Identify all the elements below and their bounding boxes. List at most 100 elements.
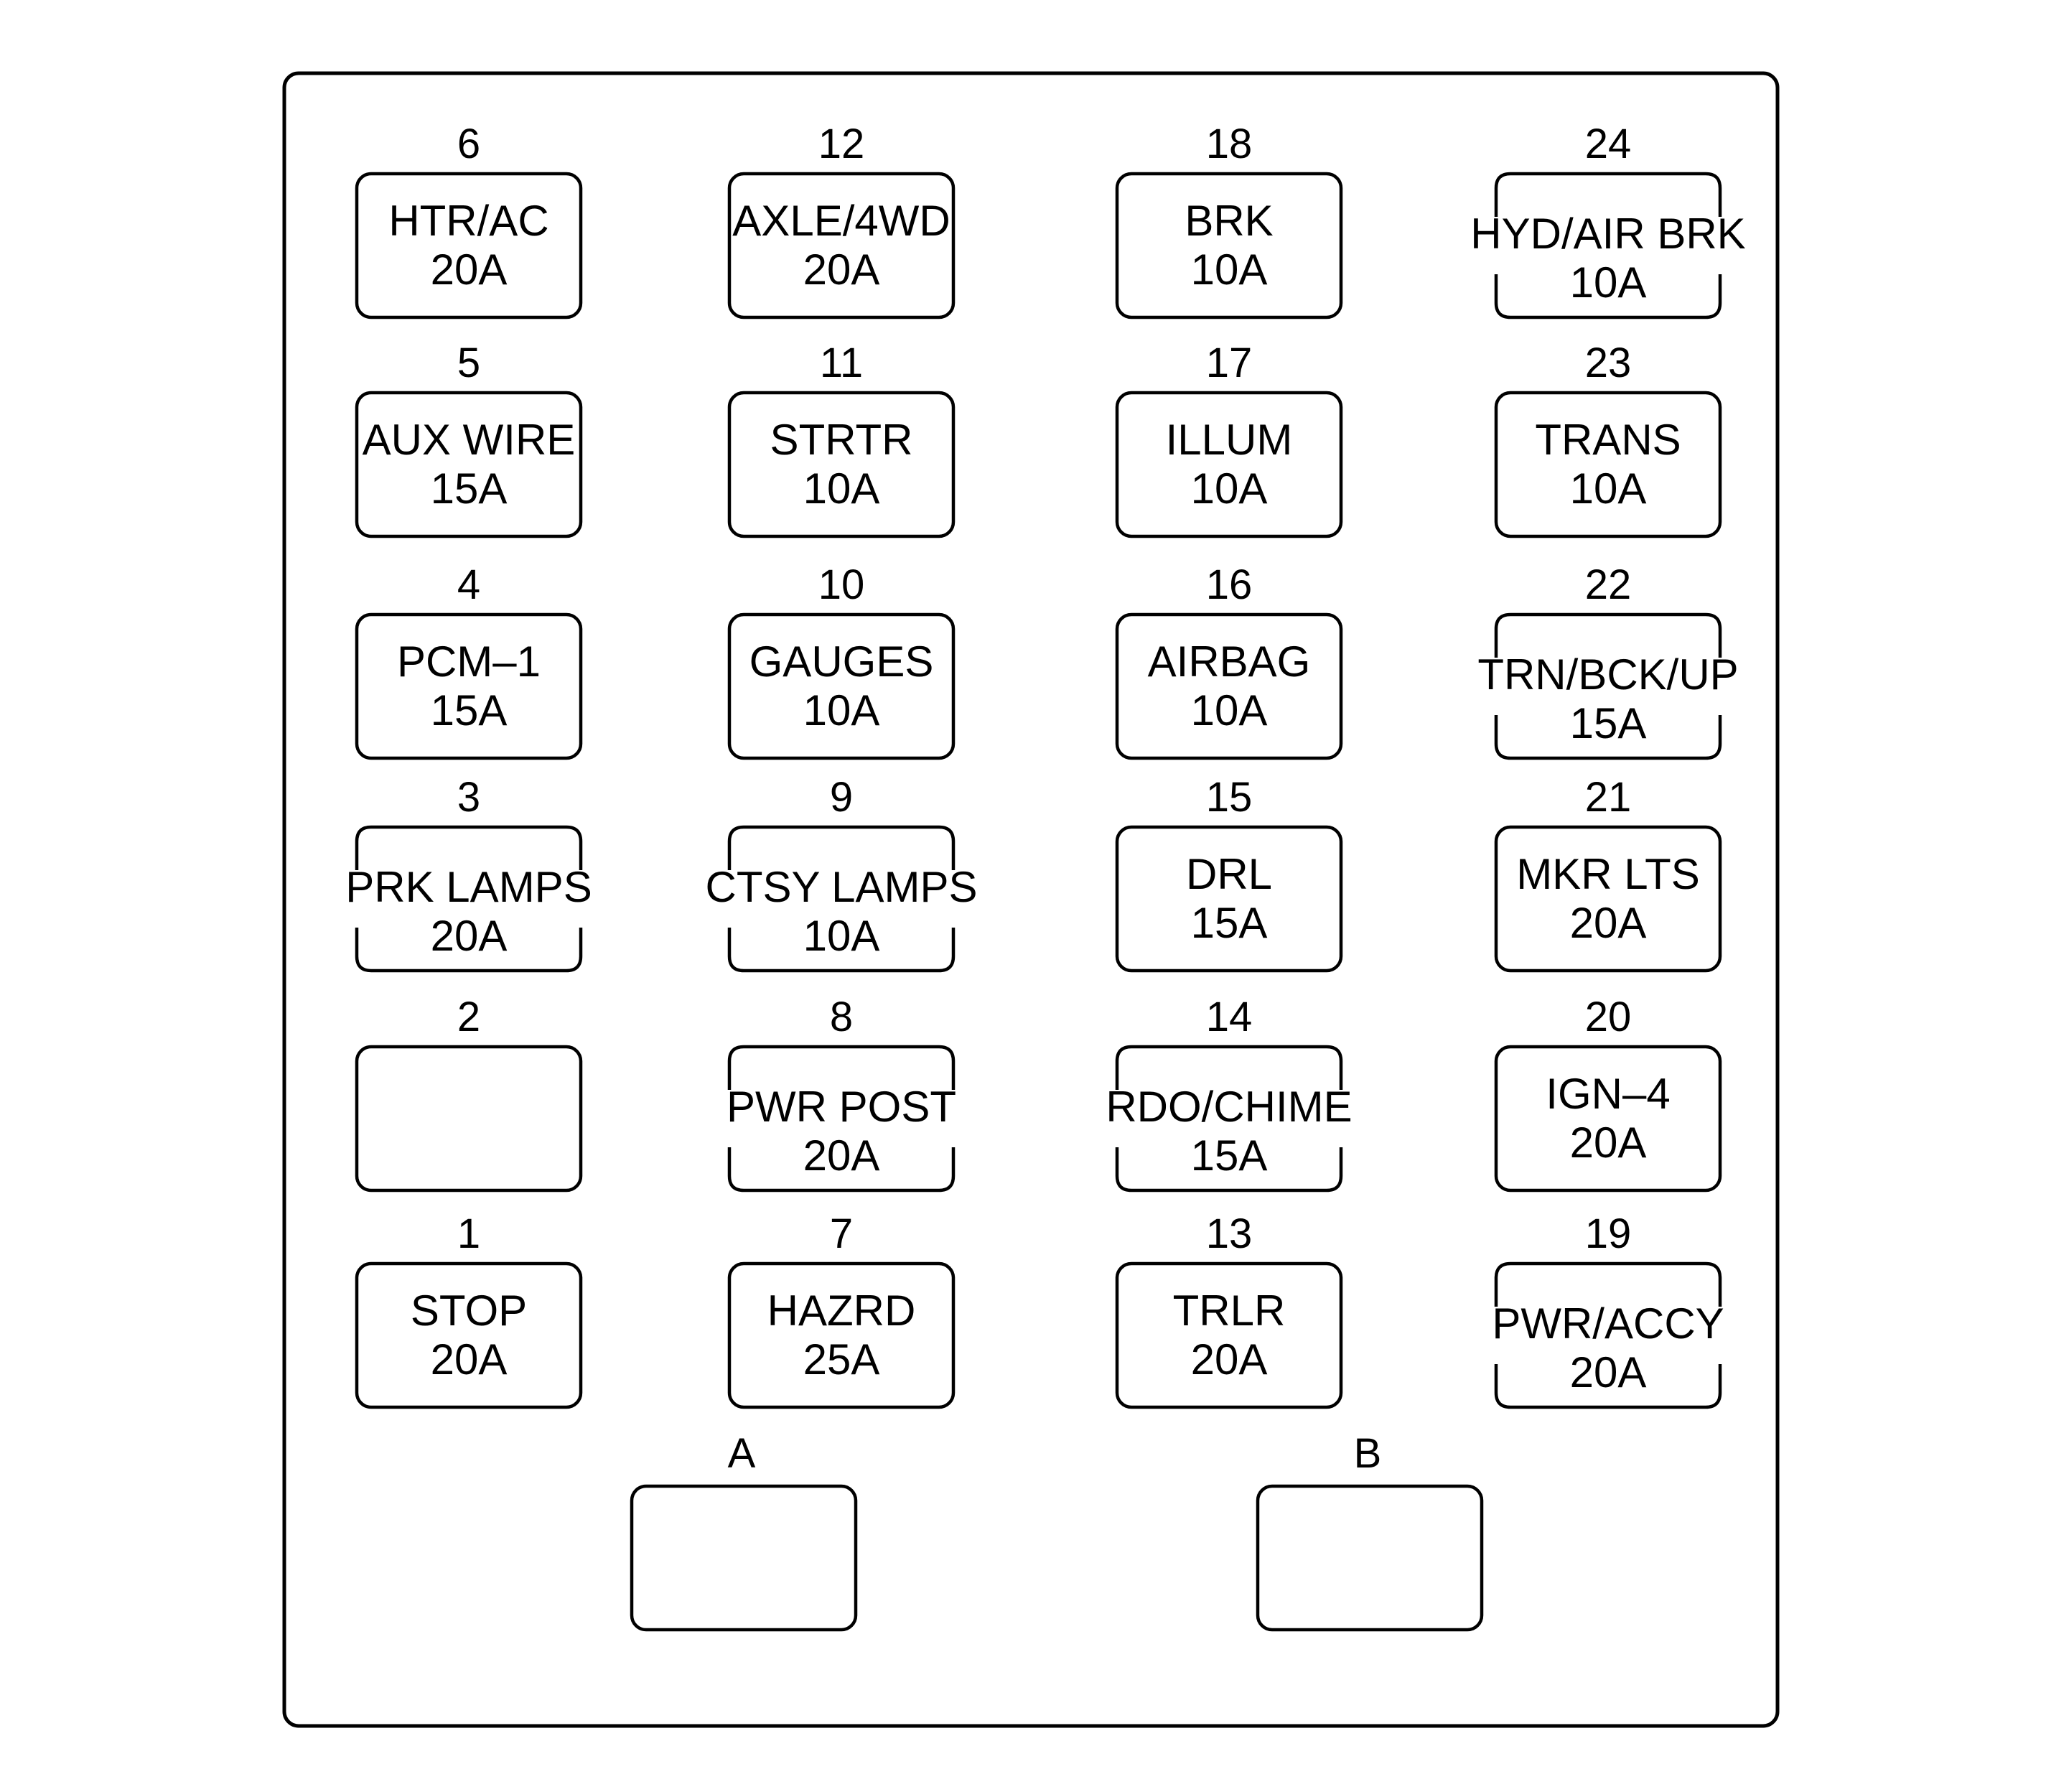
fuse-outline xyxy=(1115,172,1343,319)
fuse-number: 12 xyxy=(818,121,865,167)
fuse-circuit-name: TRLR xyxy=(1173,1287,1286,1335)
fuse-outline xyxy=(1115,1261,1343,1409)
fuse-amperage: 20A xyxy=(1570,1119,1647,1167)
fuse-amperage: 20A xyxy=(1191,1335,1268,1383)
relay-label: B xyxy=(1354,1430,1382,1477)
relay-outline xyxy=(1256,1484,1484,1632)
relay-slot: B xyxy=(1256,1430,1484,1632)
fuse-outline xyxy=(727,391,956,538)
fuse-circuit-name: BRK xyxy=(1185,197,1273,245)
fuse-amperage: 20A xyxy=(803,246,880,294)
fuse-amperage: 15A xyxy=(1191,899,1268,947)
fuse-number: 19 xyxy=(1585,1210,1632,1257)
fuse-outline xyxy=(1115,612,1343,760)
fuse-outline-open xyxy=(1115,1045,1343,1193)
fuse-circuit-name: IGN–4 xyxy=(1546,1070,1670,1118)
fuse-outline xyxy=(355,172,583,319)
fuse-amperage: 15A xyxy=(431,465,508,513)
fuse-circuit-name: AUX WIRE xyxy=(363,416,576,464)
fuse-outline xyxy=(727,1261,956,1409)
fuse-circuit-name: HTR/AC xyxy=(388,197,548,245)
fuse-amperage: 20A xyxy=(431,246,508,294)
fuse-amperage: 20A xyxy=(431,1335,508,1383)
relay-slot: A xyxy=(630,1430,858,1632)
fuse-circuit-name: DRL xyxy=(1186,850,1272,898)
fuse-circuit-name: PRK LAMPS xyxy=(345,863,592,911)
fuse-outline xyxy=(1494,1045,1722,1193)
fuse-circuit-name: AXLE/4WD xyxy=(732,197,950,245)
fuse-circuit-name: STRTR xyxy=(770,416,913,464)
fuse-amperage: 15A xyxy=(431,686,508,734)
fuse-number: 13 xyxy=(1206,1210,1253,1257)
fuse-outline xyxy=(1115,825,1343,973)
fuse-circuit-name: CTSY LAMPS xyxy=(705,863,977,911)
fuse-number: 17 xyxy=(1206,340,1253,386)
fuse-amperage: 10A xyxy=(803,465,880,513)
fuse-amperage: 20A xyxy=(431,912,508,960)
fuse-outline xyxy=(1494,391,1722,538)
fuse-outline-open xyxy=(1494,612,1722,760)
fuse-number: 7 xyxy=(830,1210,853,1257)
fuse-amperage: 20A xyxy=(1570,899,1647,947)
fuse-number: 4 xyxy=(457,561,480,608)
fuse-amperage: 10A xyxy=(1191,465,1268,513)
fuse-circuit-name: PWR/ACCY xyxy=(1492,1299,1724,1348)
fuse-amperage: 20A xyxy=(803,1131,880,1180)
fuse-number: 8 xyxy=(830,994,853,1040)
fuse-number: 9 xyxy=(830,774,853,821)
fuse-amperage: 10A xyxy=(803,912,880,960)
relay-label: A xyxy=(728,1430,756,1477)
fuse-number: 24 xyxy=(1585,121,1632,167)
fuse-number: 6 xyxy=(457,121,480,167)
fuse-amperage: 10A xyxy=(1570,465,1647,513)
fuse-panel-outline xyxy=(282,71,1780,1728)
fuse-circuit-name: RDO/CHIME xyxy=(1106,1083,1352,1131)
fuse-amperage: 10A xyxy=(1570,258,1647,307)
fuse-outline-open xyxy=(727,825,956,973)
fuse-circuit-name: TRANS xyxy=(1535,416,1681,464)
fuse-amperage: 10A xyxy=(1191,686,1268,734)
fuse-number: 23 xyxy=(1585,340,1632,386)
fuse-circuit-name: HAZRD xyxy=(767,1287,916,1335)
fuse-number: 1 xyxy=(457,1210,480,1257)
fuse-outline xyxy=(355,1261,583,1409)
fuse-amperage: 10A xyxy=(803,686,880,734)
fuse-outline-open xyxy=(1494,1261,1722,1409)
fuse-number: 2 xyxy=(457,994,480,1040)
fuse-outline xyxy=(355,391,583,538)
fuse-number: 5 xyxy=(457,340,480,386)
fuse-outline xyxy=(1115,391,1343,538)
fuse-number: 18 xyxy=(1206,121,1253,167)
fuse-circuit-name: PCM–1 xyxy=(397,638,541,686)
fuse-circuit-name: TRN/BCK/UP xyxy=(1477,650,1738,699)
fuse-outline xyxy=(727,172,956,319)
fuse-number: 14 xyxy=(1206,994,1253,1040)
fuse-number: 11 xyxy=(820,340,863,386)
fuse-outline-open xyxy=(727,1045,956,1193)
fuse-number: 16 xyxy=(1206,561,1253,608)
fuse-outline-open xyxy=(1494,172,1722,319)
fuse-circuit-name: GAUGES xyxy=(749,638,934,686)
fuse-outline-open xyxy=(355,825,583,973)
fuse-amperage: 20A xyxy=(1570,1348,1647,1396)
